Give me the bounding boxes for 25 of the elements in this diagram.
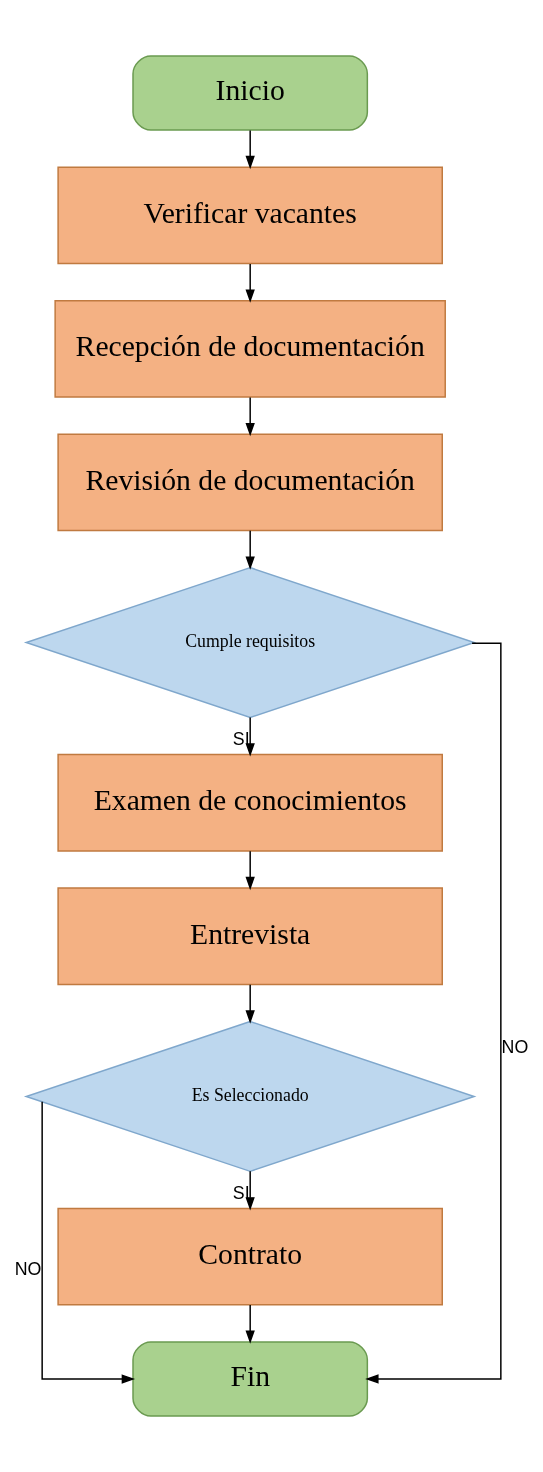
arrow	[245, 716, 255, 757]
arrow	[245, 850, 255, 891]
edge-label: NO	[14, 1259, 42, 1280]
arrow	[245, 1170, 255, 1211]
arrow	[41, 1101, 136, 1384]
edge-label: SI	[232, 728, 250, 749]
arrow	[245, 396, 255, 437]
edge-label: NO	[501, 1037, 529, 1058]
arrow	[245, 129, 255, 170]
arrow	[365, 642, 502, 1384]
arrow	[245, 263, 255, 303]
node-box: Recepción de documentación	[54, 299, 446, 398]
node-diamond: Es Seleccionado	[23, 1020, 477, 1173]
node-box: Entrevista	[57, 887, 443, 986]
node-box: Inicio	[132, 55, 369, 131]
arrow	[245, 1304, 255, 1344]
edge-label: SI	[232, 1182, 250, 1203]
node-box: Contrato	[57, 1207, 443, 1306]
node-box: Revisión de documentación	[57, 433, 443, 532]
node-box: Verificar vacantes	[57, 166, 443, 265]
arrow	[245, 530, 255, 570]
node-diamond: Cumple requisitos	[23, 566, 477, 719]
node-box: Fin	[132, 1341, 369, 1417]
node-box: Examen de conocimientos	[57, 753, 443, 852]
arrow	[245, 984, 255, 1024]
